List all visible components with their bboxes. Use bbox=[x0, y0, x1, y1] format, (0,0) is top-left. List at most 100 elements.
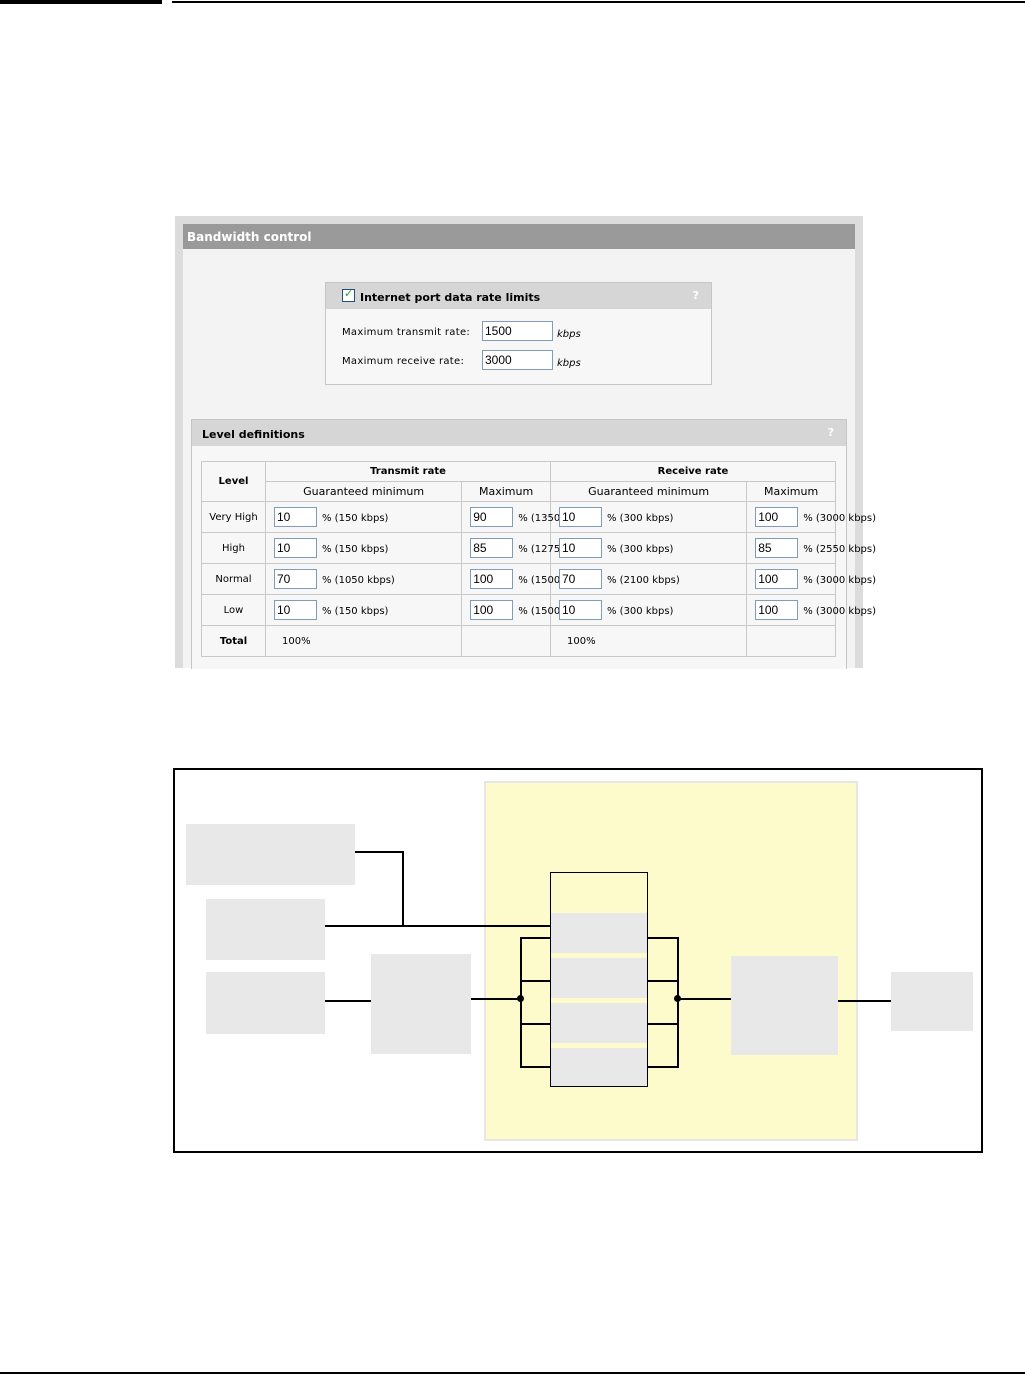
receive-guaranteed-note: % (300 kbps) bbox=[606, 544, 674, 555]
transmit-unit: kbps bbox=[557, 329, 581, 340]
max-transmit-input[interactable] bbox=[482, 321, 553, 341]
transmit-guaranteed-note: % (150 kbps) bbox=[322, 606, 389, 617]
data-rate-limits-label: Internet port data rate limits bbox=[360, 291, 541, 304]
diagram-box-input bbox=[371, 954, 471, 1054]
line bbox=[647, 1023, 678, 1025]
bandwidth-control-panel: Bandwidth control ✓ Internet port data r… bbox=[175, 216, 876, 669]
sub-receive-maximum: Maximum bbox=[746, 481, 836, 502]
data-rate-limits-box: ✓ Internet port data rate limits ? Maxim… bbox=[325, 282, 712, 385]
diagram-box-left-bottom bbox=[206, 972, 325, 1034]
col-transmit-rate: Transmit rate bbox=[265, 461, 551, 482]
max-transmit-label: Maximum transmit rate: bbox=[342, 327, 471, 338]
junction-dot bbox=[674, 995, 681, 1002]
receive-guaranteed-note: % (300 kbps) bbox=[606, 606, 674, 617]
line bbox=[402, 851, 404, 927]
table-row: High % (150 kbps) % (1275 kbps) % (300 k… bbox=[201, 532, 876, 564]
level-name: Normal bbox=[201, 563, 266, 595]
receive-maximum-input[interactable] bbox=[755, 507, 799, 527]
junction-dot bbox=[517, 995, 524, 1002]
level-name: High bbox=[201, 532, 266, 564]
table-row-total: Total 100% 100% bbox=[201, 625, 836, 657]
line bbox=[677, 937, 679, 1068]
line bbox=[520, 937, 522, 1068]
receive-maximum-input[interactable] bbox=[755, 569, 799, 589]
line bbox=[471, 998, 521, 1000]
transmit-guaranteed-input[interactable] bbox=[274, 507, 317, 527]
line bbox=[325, 1000, 371, 1002]
level-name: Low bbox=[201, 594, 266, 626]
level-definitions-header: Level definitions ? bbox=[192, 420, 846, 446]
total-receive: 100% bbox=[549, 625, 748, 657]
line bbox=[520, 980, 551, 982]
diagram-queue-3 bbox=[551, 1003, 647, 1043]
receive-guaranteed-note: % (2100 kbps) bbox=[606, 575, 680, 586]
line bbox=[647, 980, 678, 982]
transmit-maximum-input[interactable] bbox=[470, 538, 514, 558]
sub-receive-guaranteed: Guaranteed minimum bbox=[549, 481, 748, 502]
bottom-rule bbox=[0, 1372, 1025, 1374]
col-level: Level bbox=[201, 461, 266, 502]
diagram-box-right bbox=[891, 972, 973, 1031]
transmit-maximum-input[interactable] bbox=[470, 600, 514, 620]
line bbox=[520, 1023, 551, 1025]
receive-guaranteed-input[interactable] bbox=[558, 507, 602, 527]
line bbox=[647, 1066, 678, 1068]
receive-maximum-input[interactable] bbox=[755, 538, 799, 558]
line bbox=[520, 937, 551, 939]
help-icon[interactable]: ? bbox=[692, 289, 699, 302]
diagram-box-top-left bbox=[186, 824, 355, 885]
line bbox=[355, 851, 404, 853]
sub-transmit-guaranteed: Guaranteed minimum bbox=[264, 481, 463, 502]
transmit-guaranteed-input[interactable] bbox=[274, 600, 317, 620]
sub-transmit-maximum: Maximum bbox=[461, 481, 551, 502]
table-row: Very High % (150 kbps) % (1350 kbps) % (… bbox=[201, 501, 876, 533]
top-rule-left bbox=[0, 0, 162, 4]
max-receive-label: Maximum receive rate: bbox=[342, 356, 465, 367]
panel-title: Bandwidth control bbox=[187, 230, 312, 244]
receive-guaranteed-input[interactable] bbox=[558, 600, 602, 620]
transmit-guaranteed-input[interactable] bbox=[274, 538, 317, 558]
receive-guaranteed-note: % (300 kbps) bbox=[606, 513, 674, 524]
checkmark-icon: ✓ bbox=[344, 287, 354, 300]
diagram-box-left-middle bbox=[206, 899, 325, 960]
data-rate-limits-checkbox[interactable]: ✓ bbox=[342, 287, 355, 302]
top-rule-right bbox=[172, 1, 1025, 3]
bandwidth-diagram bbox=[173, 768, 983, 1153]
diagram-queue-2 bbox=[551, 958, 647, 998]
receive-maximum-note: % (3000 kbps) bbox=[803, 575, 876, 586]
receive-guaranteed-input[interactable] bbox=[558, 569, 602, 589]
help-icon[interactable]: ? bbox=[827, 426, 834, 439]
panel-header: Bandwidth control bbox=[183, 224, 855, 249]
total-transmit-max bbox=[461, 625, 551, 657]
transmit-maximum-input[interactable] bbox=[470, 569, 514, 589]
diagram-queue-stack bbox=[550, 872, 648, 1087]
transmit-guaranteed-note: % (1050 kbps) bbox=[322, 575, 395, 586]
col-receive-rate: Receive rate bbox=[549, 461, 837, 482]
level-name: Very High bbox=[201, 501, 266, 533]
receive-maximum-note: % (3000 kbps) bbox=[803, 513, 876, 524]
diagram-queue-1 bbox=[551, 913, 647, 953]
receive-maximum-note: % (3000 kbps) bbox=[803, 606, 876, 617]
receive-maximum-input[interactable] bbox=[755, 600, 799, 620]
transmit-guaranteed-input[interactable] bbox=[274, 569, 317, 589]
receive-unit: kbps bbox=[557, 358, 581, 369]
table-row: Low % (150 kbps) % (1500 kbps) % (300 kb… bbox=[201, 594, 876, 626]
line bbox=[647, 937, 678, 939]
line bbox=[520, 1066, 551, 1068]
levels-table: Level Transmit rate Receive rate Guarant… bbox=[201, 461, 876, 657]
total-label: Total bbox=[201, 625, 266, 657]
total-transmit: 100% bbox=[264, 625, 463, 657]
level-definitions-title: Level definitions bbox=[202, 428, 305, 441]
line bbox=[838, 1000, 891, 1002]
receive-guaranteed-input[interactable] bbox=[558, 538, 602, 558]
diagram-queue-4 bbox=[551, 1048, 647, 1086]
transmit-guaranteed-note: % (150 kbps) bbox=[322, 513, 389, 524]
panel-body: ✓ Internet port data rate limits ? Maxim… bbox=[183, 249, 876, 669]
total-receive-max bbox=[746, 625, 836, 657]
receive-maximum-note: % (2550 kbps) bbox=[803, 544, 876, 555]
transmit-maximum-input[interactable] bbox=[470, 507, 514, 527]
table-row: Normal % (1050 kbps) % (1500 kbps) % (21… bbox=[201, 563, 876, 595]
data-rate-limits-header: ✓ Internet port data rate limits ? bbox=[326, 283, 711, 309]
line bbox=[325, 925, 551, 927]
max-receive-input[interactable] bbox=[482, 350, 553, 370]
